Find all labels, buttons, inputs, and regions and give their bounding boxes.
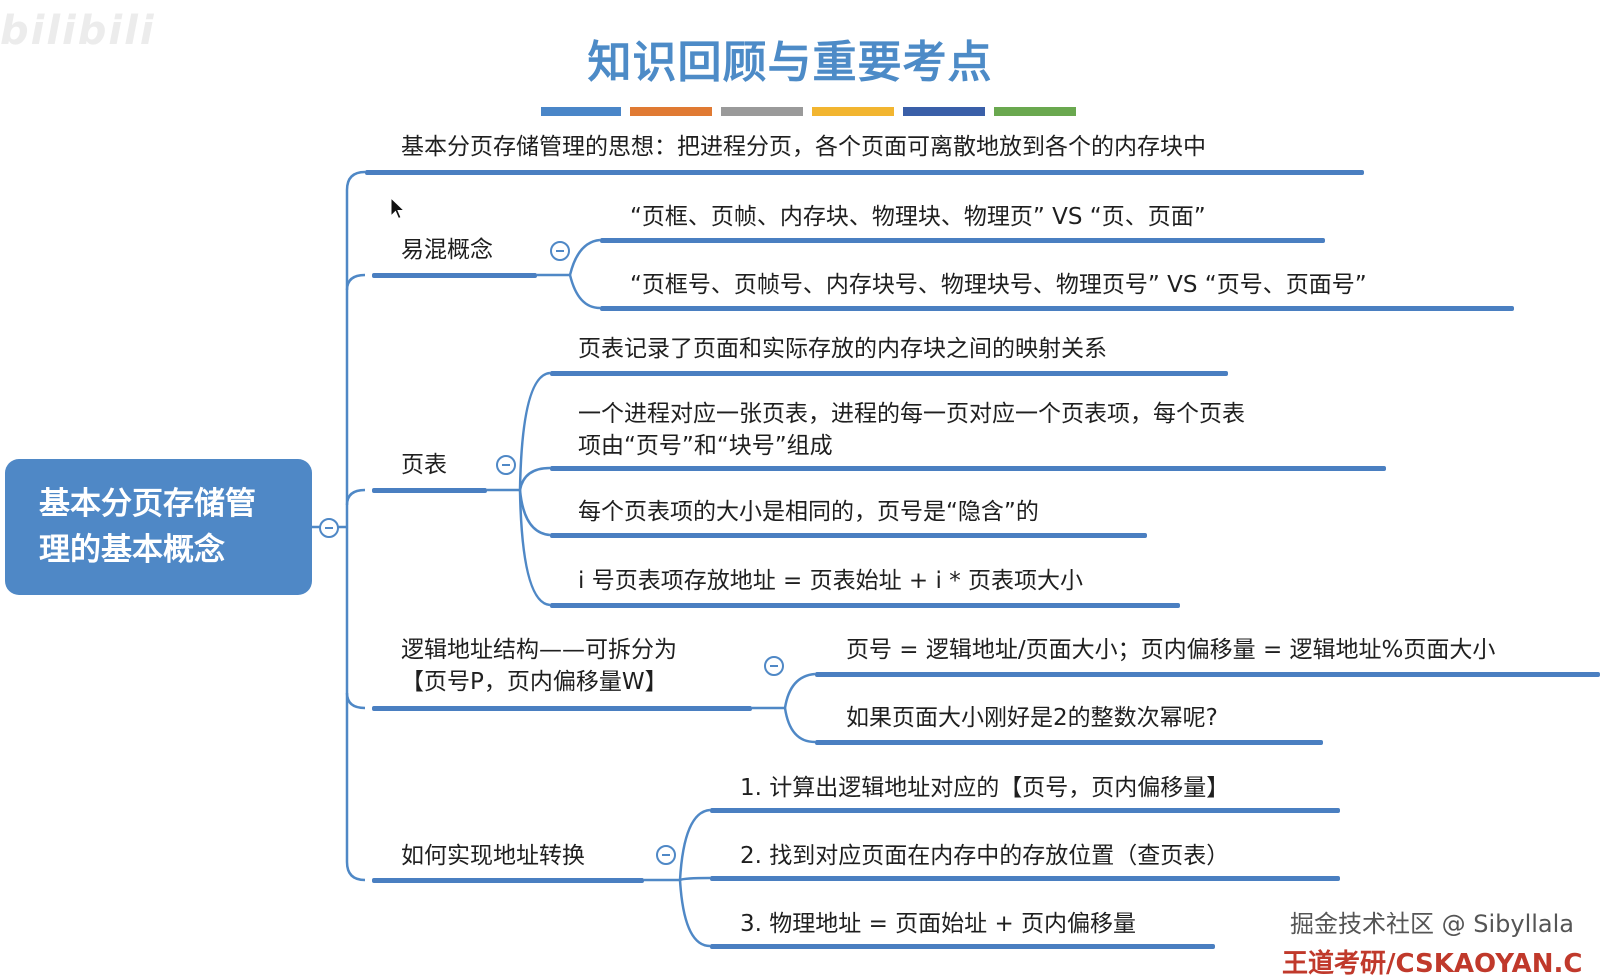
translate-step-2-underline bbox=[710, 876, 1340, 881]
mindmap-connectors bbox=[312, 170, 816, 948]
root-collapse-icon[interactable] bbox=[319, 518, 339, 538]
node-page-table: 页表 bbox=[401, 452, 447, 478]
node-page-table-underline bbox=[372, 488, 487, 493]
page-table-item-1-underline bbox=[550, 371, 1228, 376]
logical-address-collapse-icon[interactable] bbox=[764, 656, 784, 676]
node-logical-address-line-1: 逻辑地址结构——可拆分为 bbox=[401, 637, 677, 663]
node-logical-address-line-2: 【页号P，页内偏移量W】 bbox=[401, 669, 668, 695]
node-address-translation: 如何实现地址转换 bbox=[401, 843, 585, 869]
node-confusing-concepts: 易混概念 bbox=[401, 237, 493, 263]
page-table-item-4-underline bbox=[550, 603, 1180, 608]
root-node[interactable]: 基本分页存储管 理的基本概念 bbox=[5, 459, 312, 595]
bilibili-watermark: bilibili bbox=[0, 8, 156, 54]
page-table-item-3-underline bbox=[550, 533, 1147, 538]
page-table-item-3: 每个页表项的大小是相同的，页号是“隐含”的 bbox=[578, 499, 1039, 525]
translate-step-1: 1. 计算出逻辑地址对应的【页号，页内偏移量】 bbox=[740, 775, 1230, 801]
translate-step-2: 2. 找到对应页面在内存中的存放位置（查页表） bbox=[740, 843, 1230, 869]
node-address-translation-underline bbox=[372, 878, 644, 883]
root-label-line-1: 基本分页存储管 bbox=[39, 486, 256, 522]
node-confusing-underline bbox=[372, 273, 537, 278]
page-table-item-2-underline bbox=[550, 466, 1386, 471]
node-idea-underline bbox=[365, 170, 1364, 175]
confusing-item-2-underline bbox=[600, 306, 1514, 311]
page-table-item-2-line-1: 一个进程对应一张页表，进程的每一页对应一个页表项，每个页表 bbox=[578, 401, 1245, 427]
translate-step-3: 3. 物理地址 = 页面始址 + 页内偏移量 bbox=[740, 911, 1137, 937]
logical-item-1-underline bbox=[815, 672, 1600, 677]
page-table-item-1: 页表记录了页面和实际存放的内存块之间的映射关系 bbox=[578, 336, 1107, 362]
page-table-item-4: i 号页表项存放地址 = 页表始址 + i * 页表项大小 bbox=[578, 568, 1084, 594]
color-bar-6 bbox=[994, 107, 1076, 116]
color-bar-5 bbox=[903, 107, 985, 116]
logical-item-1: 页号 = 逻辑地址/页面大小；页内偏移量 = 逻辑地址%页面大小 bbox=[846, 637, 1496, 663]
logical-item-2-underline bbox=[815, 740, 1323, 745]
root-label-line-2: 理的基本概念 bbox=[39, 532, 225, 568]
confusing-item-2: “页框号、页帧号、内存块号、物理块号、物理页号” VS “页号、页面号” bbox=[630, 272, 1367, 298]
wangdao-credit: 王道考研/CSKAOYAN.C bbox=[1282, 949, 1583, 979]
address-translation-collapse-icon[interactable] bbox=[656, 845, 676, 865]
logical-item-2: 如果页面大小刚好是2的整数次幂呢? bbox=[846, 705, 1218, 731]
page-table-collapse-icon[interactable] bbox=[496, 455, 516, 475]
confusing-item-1-underline bbox=[600, 238, 1325, 243]
juejin-credit: 掘金技术社区 @ Sibyllala bbox=[1290, 910, 1575, 938]
color-bar-4 bbox=[812, 107, 894, 116]
translate-step-1-underline bbox=[710, 808, 1340, 813]
page-table-item-2-line-2: 项由“页号”和“块号”组成 bbox=[578, 433, 833, 459]
translate-step-3-underline bbox=[710, 944, 1215, 949]
confusing-collapse-icon[interactable] bbox=[550, 241, 570, 261]
color-bar-1 bbox=[541, 107, 621, 116]
color-bar-3 bbox=[721, 107, 803, 116]
confusing-item-1: “页框、页帧、内存块、物理块、物理页” VS “页、页面” bbox=[630, 204, 1206, 230]
color-bar-2 bbox=[630, 107, 712, 116]
node-logical-address-underline bbox=[372, 706, 752, 711]
mouse-cursor-icon bbox=[390, 197, 406, 220]
slide-title: 知识回顾与重要考点 bbox=[587, 37, 993, 88]
node-idea: 基本分页存储管理的思想：把进程分页，各个页面可离散地放到各个的内存块中 bbox=[401, 134, 1206, 160]
